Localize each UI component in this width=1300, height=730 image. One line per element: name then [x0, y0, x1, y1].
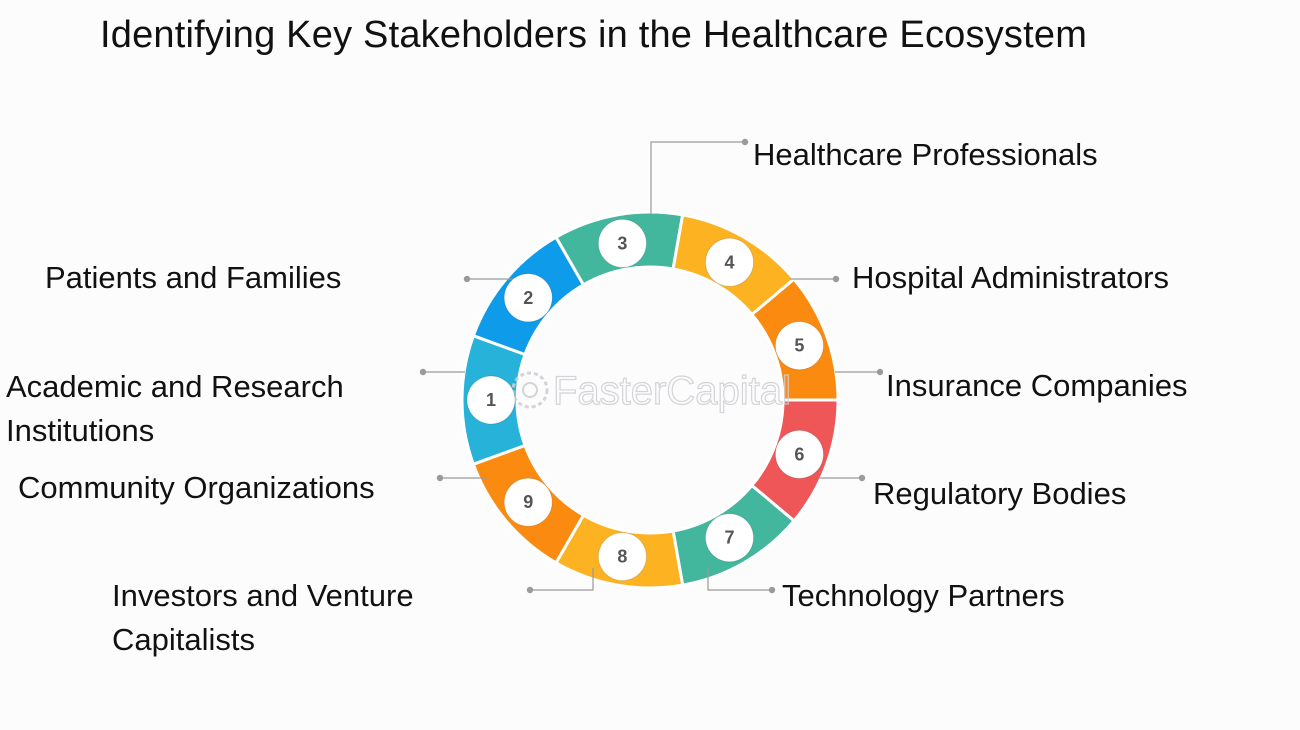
segment-number-9: 9 — [523, 492, 533, 512]
number-badge-1 — [466, 375, 516, 425]
connectors — [419, 138, 884, 594]
number-badge-2 — [503, 273, 553, 323]
segment-number-6: 6 — [794, 444, 804, 464]
label-healthcare-professionals: Healthcare Professionals — [753, 137, 1098, 172]
label-insurance-companies: Insurance Companies — [886, 368, 1188, 403]
number-badge-3 — [597, 218, 647, 268]
label-community-organizations: Community Organizations — [18, 470, 375, 505]
segment-number-8: 8 — [617, 547, 627, 567]
connector-dot-5 — [858, 474, 866, 482]
segment-number-7: 7 — [724, 528, 734, 548]
label-investors-and-venture-capitalists: Investors and Venture Capitalists — [112, 578, 414, 657]
watermark-text: FasterCapital — [553, 369, 791, 413]
segment-number-4: 4 — [724, 252, 734, 272]
connector-line-7 — [530, 568, 594, 591]
label-technology-partners: Technology Partners — [782, 578, 1065, 613]
number-badge-5 — [774, 321, 824, 371]
connector-dot-8 — [436, 474, 444, 482]
number-badge-4 — [705, 237, 754, 287]
label-patients-and-families: Patients and Families — [45, 260, 342, 295]
connector-line-2 — [650, 141, 745, 215]
connector-dot-4 — [876, 368, 884, 376]
connector-dot-1 — [463, 275, 471, 283]
number-badge-7 — [705, 513, 754, 563]
connector-dot-2 — [741, 138, 749, 146]
segment-number-3: 3 — [617, 233, 627, 253]
number-badge-8 — [597, 532, 647, 582]
segment-number-5: 5 — [794, 336, 804, 356]
watermark-gear-hub — [522, 382, 538, 398]
connector-line-6 — [707, 568, 772, 591]
connector-dot-9 — [419, 368, 427, 376]
diagram-title: Identifying Key Stakeholders in the Heal… — [100, 14, 1088, 56]
connector-dot-7 — [526, 586, 534, 594]
connector-dot-3 — [832, 275, 840, 283]
watermark-gear-icon — [511, 371, 549, 409]
segment-number-1: 1 — [486, 390, 496, 410]
number-badge-6 — [774, 429, 824, 479]
number-badge-9 — [503, 477, 553, 527]
label-academic-and-research-institutions: Academic and Research Institutions — [6, 369, 344, 448]
label-regulatory-bodies: Regulatory Bodies — [873, 476, 1127, 511]
number-badges: 1 2 3 4 5 6 7 8 9 — [466, 218, 824, 582]
segment-number-2: 2 — [523, 288, 533, 308]
label-hospital-administrators: Hospital Administrators — [852, 260, 1170, 295]
connector-dot-6 — [768, 586, 776, 594]
fastercapital-watermark: FasterCapital — [511, 368, 791, 414]
